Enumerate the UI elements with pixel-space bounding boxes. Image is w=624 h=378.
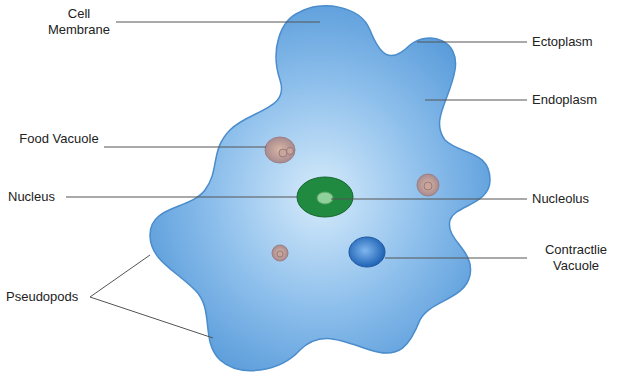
food-vacuole — [272, 245, 288, 261]
food-vacuole — [417, 174, 439, 196]
leader-line — [90, 297, 213, 338]
nucleus — [297, 177, 353, 217]
leader-line — [385, 258, 527, 259]
part-label: Cell Membrane — [44, 6, 114, 38]
contractile-vacuole — [349, 237, 385, 267]
leader-line — [66, 197, 297, 198]
leader-line — [331, 199, 527, 200]
part-label: Ectoplasm — [532, 34, 620, 50]
part-label: Contractlie Vacuole — [532, 242, 620, 274]
amoeba-body — [150, 6, 490, 371]
part-label: Endoplasm — [532, 92, 620, 108]
leader-line — [417, 42, 527, 43]
leader-line — [104, 147, 266, 148]
part-label: Nucleolus — [532, 191, 620, 207]
food-vacuole — [265, 137, 295, 163]
leader-line — [425, 100, 527, 101]
leader-lines — [66, 22, 527, 338]
part-label: Nucleus — [8, 189, 64, 205]
leader-line — [116, 22, 320, 23]
part-label: Pseudopods — [6, 289, 90, 305]
part-label: Food Vacuole — [16, 131, 102, 147]
nucleolus — [317, 192, 333, 204]
leader-line — [90, 255, 150, 297]
